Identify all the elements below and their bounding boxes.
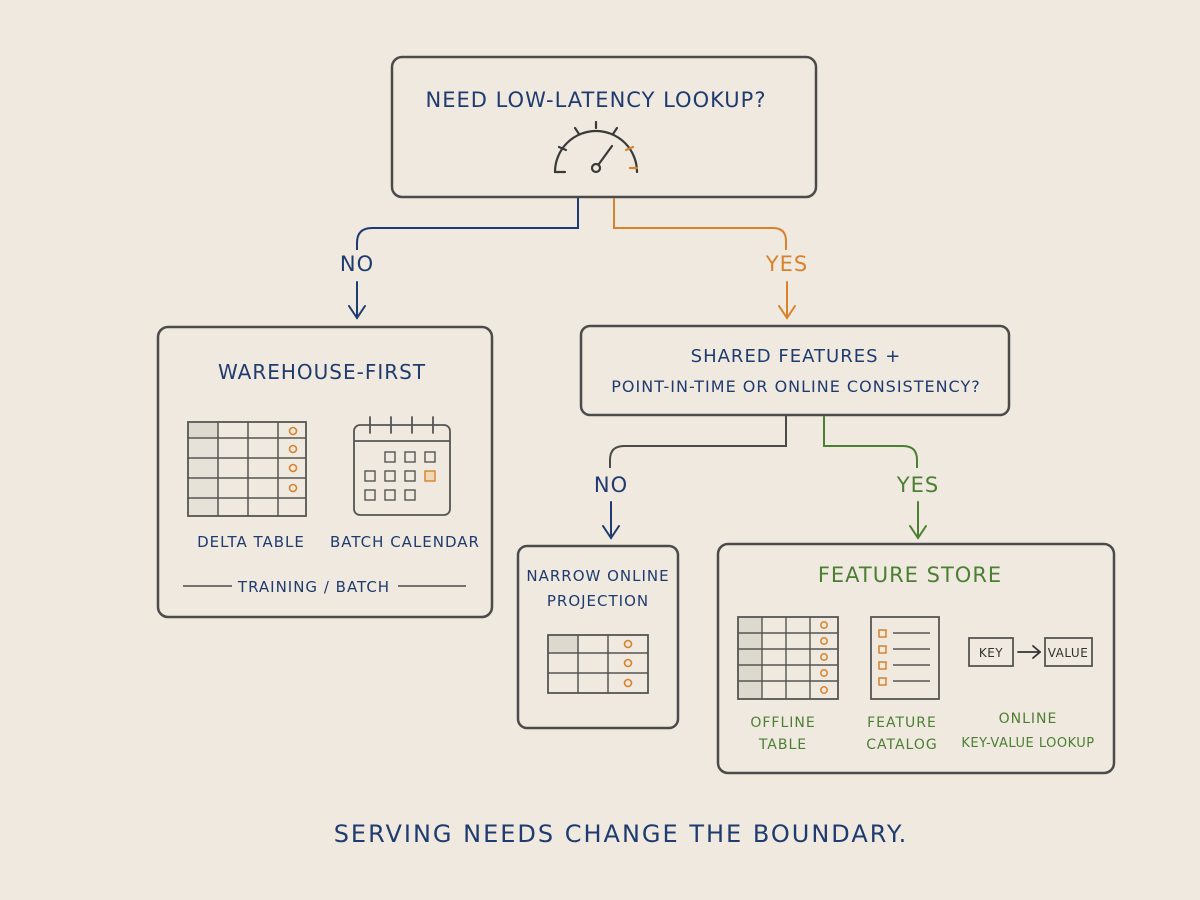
table-icon — [547, 634, 649, 694]
warehouse-first-box: WAREHOUSE-FIRST — [156, 325, 494, 619]
second-question-line2: POINT-IN-TIME OR ONLINE CONSISTENCY? — [611, 377, 980, 396]
training-batch-label: TRAINING / BATCH — [237, 578, 390, 596]
key-label: KEY — [979, 646, 1003, 660]
value-label: VALUE — [1048, 646, 1089, 660]
offline-label-1: OFFLINE — [750, 715, 815, 731]
calendar-icon — [353, 416, 451, 516]
caption: SERVING NEEDS CHANGE THE BOUNDARY. — [334, 820, 909, 848]
root-question-box: NEED LOW-LATENCY LOOKUP? — [390, 55, 818, 199]
online-label-2: KEY-VALUE LOOKUP — [961, 736, 1094, 751]
connector-root-no — [356, 198, 579, 250]
table-icon — [187, 421, 307, 517]
connector-root-yes — [613, 198, 787, 250]
key-box — [968, 637, 1014, 667]
narrow-online-projection-box: NARROW ONLINE PROJECTION — [516, 544, 680, 730]
batch-calendar-label: BATCH CALENDAR — [330, 533, 480, 551]
connector-second-no — [609, 416, 787, 468]
second-question-line1: SHARED FEATURES + — [691, 346, 902, 367]
second-question-box: SHARED FEATURES + POINT-IN-TIME OR ONLIN… — [579, 324, 1011, 417]
narrow-line2: PROJECTION — [547, 592, 649, 610]
narrow-line1: NARROW ONLINE — [526, 567, 669, 585]
arrow-right-icon — [1017, 645, 1042, 659]
feature-store-title: FEATURE STORE — [818, 563, 1002, 587]
value-box — [1044, 637, 1093, 667]
speedometer-icon — [553, 120, 639, 174]
arrow-down-yes-1 — [778, 281, 796, 320]
offline-label-2: TABLE — [758, 737, 807, 753]
catalog-label-1: FEATURE — [867, 715, 937, 731]
warehouse-title: WAREHOUSE-FIRST — [218, 360, 426, 384]
feature-store-box: FEATURE STORE — [716, 542, 1116, 775]
delta-table-label: DELTA TABLE — [197, 533, 305, 551]
root-question-text: NEED LOW-LATENCY LOOKUP? — [426, 88, 767, 112]
catalog-label-2: CATALOG — [866, 737, 937, 753]
connector-second-yes — [823, 416, 918, 468]
checklist-icon — [870, 616, 940, 700]
arrow-down-no-2 — [602, 501, 620, 540]
branch-no-label-1: NO — [340, 252, 374, 276]
arrow-down-yes-2 — [909, 501, 927, 540]
branch-yes-label-1: YES — [765, 252, 808, 276]
table-icon — [737, 616, 839, 700]
branch-no-label-2: NO — [594, 473, 628, 497]
branch-yes-label-2: YES — [896, 473, 939, 497]
arrow-down-no-1 — [348, 281, 366, 320]
online-label-1: ONLINE — [999, 711, 1058, 727]
